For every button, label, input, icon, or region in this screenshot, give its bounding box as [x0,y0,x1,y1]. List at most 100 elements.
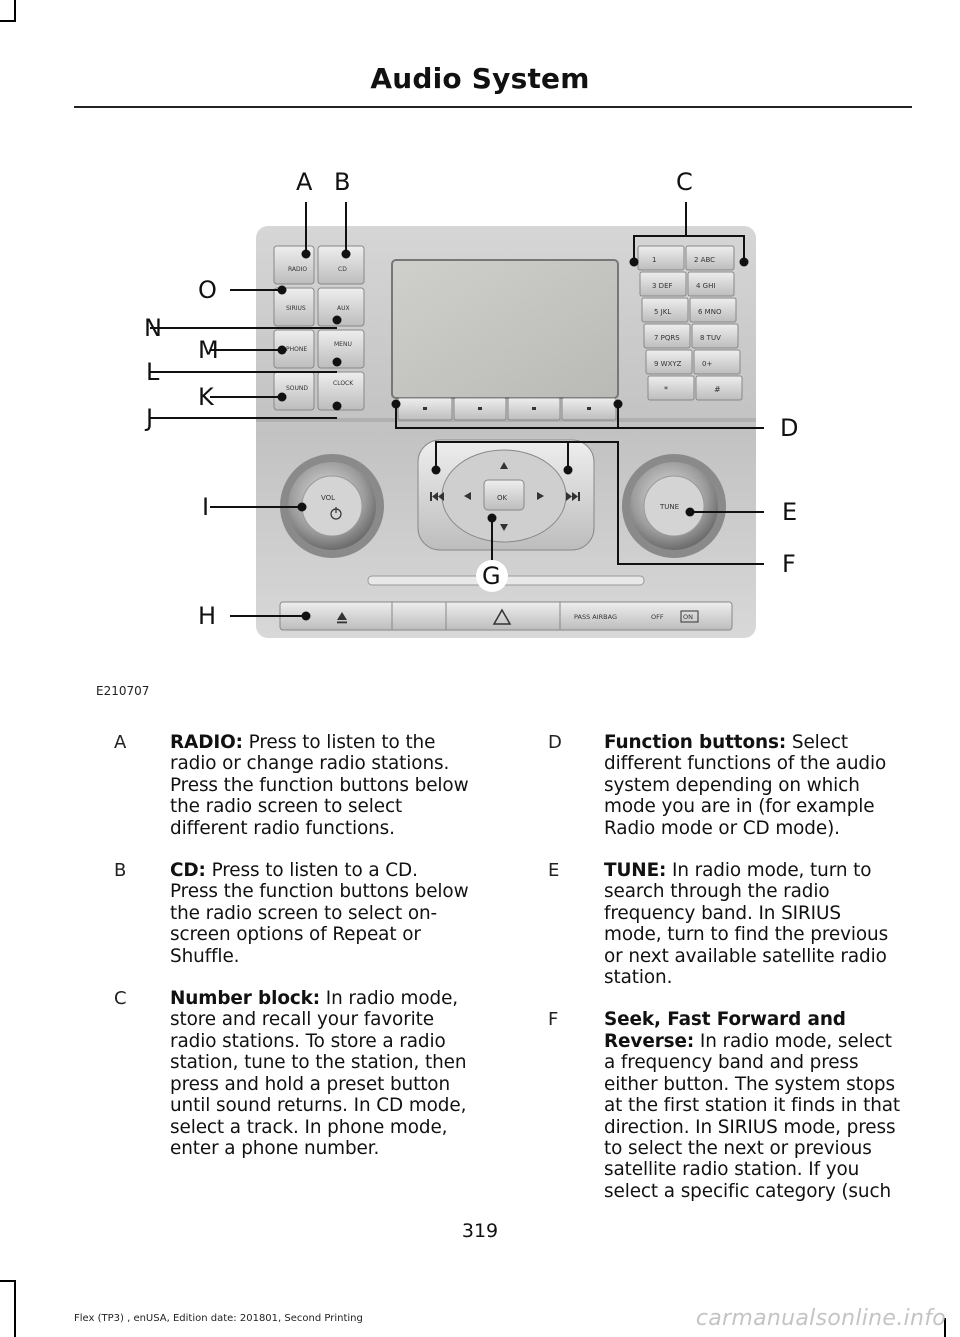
clock-button: CLOCK [333,380,354,387]
ok-button: OK [497,494,508,502]
right-column: D Function buttons: Select different fun… [530,732,902,1223]
legend-entry: F Seek, Fast Forward and Reverse: In rad… [530,1009,902,1202]
up-arrow-icon [500,462,508,469]
entry-letter: E [548,860,560,882]
hazard-icon [492,608,512,625]
left-arrow-icon [464,492,471,500]
entry-text: Number block: In radio mode, store and r… [170,988,470,1159]
figure-id: E210707 [96,684,150,698]
keypad-key: 1 [652,256,656,264]
callout-f: F [782,550,796,578]
entry-term: Seek, Fast Forward and Reverse: [604,1009,846,1052]
callout-h: H [198,602,216,630]
audio-panel-figure: RADIO CD SIRIUS AUX PHONE MENU SOUND CLO… [144,168,798,638]
tune-knob: TUNE [622,454,726,558]
callout-d: D [780,414,798,442]
entry-term: Number block: [170,988,321,1010]
keypad-key: 0+ [702,360,712,368]
entry-desc: In radio mode, turn to search through th… [604,860,889,989]
callout-e: E [782,498,797,526]
entry-desc: Press to listen to a CD. Press the funct… [170,860,469,967]
callout-c: C [676,168,693,196]
keypad-key: # [714,385,721,394]
tune-label: TUNE [659,503,679,511]
entry-letter: A [114,732,127,753]
crop-mark-bottom-left [14,1280,16,1337]
crop-mark-bottom-right [944,1318,946,1337]
entry-desc: In radio mode, select a frequency band a… [604,1030,901,1202]
crop-mark-top-left [14,0,16,20]
legend-entry: C Number block: In radio mode, store and… [96,988,470,1159]
bottom-strip: PASS AIRBAG OFF ON [279,601,733,631]
entry-text: RADIO: Press to listen to the radio or c… [170,732,470,839]
entry-desc: Press to listen to the radio or change r… [170,732,469,839]
eject-icon [337,612,347,620]
legend-entry: D Function buttons: Select different fun… [530,732,902,839]
entry-text: TUNE: In radio mode, turn to search thro… [604,860,902,988]
seek-back-icon [430,492,444,501]
keypad-key: 9 WXYZ [654,360,682,368]
entry-text: CD: Press to listen to a CD. Press the f… [170,860,470,967]
entry-letter: F [548,1009,559,1031]
entry-letter: D [548,732,562,753]
callout-g: G [482,562,501,590]
vol-label: VOL [321,494,335,502]
callout-dots [277,249,749,621]
number-keypad: 1 2 ABC 3 DEF 4 GHI 5 JKL 6 MNO 7 PQRS 8… [637,245,743,401]
keypad-key: 5 JKL [654,308,671,316]
phone-button: PHONE [286,346,307,353]
crop-mark-top-left [0,20,16,22]
volume-knob: VOL [280,454,384,558]
callout-m: M [198,336,219,364]
keypad-key: 2 ABC [694,256,715,264]
cd-button: CD [338,266,347,273]
airbag-on-label: ON [683,613,693,621]
right-arrow-icon [537,492,544,500]
callout-o: O [198,276,217,304]
legend-entry: E TUNE: In radio mode, turn to search th… [530,860,902,988]
radio-button: RADIO [288,266,307,273]
callout-l: L [146,358,160,386]
aux-button: AUX [337,305,350,312]
left-column: A RADIO: Press to listen to the radio or… [96,732,470,1180]
crop-mark-bottom-left [0,1280,16,1282]
function-buttons [397,397,617,421]
callout-b: B [334,168,350,196]
entry-term: RADIO: [170,732,243,753]
entry-desc: Select different functions of the audio … [604,732,887,839]
keypad-key: * [664,385,668,394]
navigation-cluster: OK [417,439,595,551]
airbag-off-label: OFF [651,613,664,621]
callout-a: A [296,168,313,196]
callout-i: I [202,493,209,521]
callout-k: K [198,383,215,411]
keypad-key: 3 DEF [652,282,673,290]
entry-letter: C [114,988,127,1010]
page-number: 319 [461,1220,499,1242]
header-rule [74,106,912,108]
callout-g-bg [476,560,508,592]
keypad-key: 4 GHI [696,282,715,290]
entry-letter: B [114,860,127,882]
display-screen [391,259,619,399]
entry-term: Function buttons: [604,732,787,753]
keypad-key: 6 MNO [698,308,722,316]
entry-text: Function buttons: Select different funct… [604,732,902,839]
watermark[interactable]: carmanualsonline.info [695,1306,946,1331]
entry-text: Seek, Fast Forward and Reverse: In radio… [604,1009,902,1202]
page-title: Audio System [370,62,590,95]
entry-term: TUNE: [604,860,667,882]
menu-button: MENU [334,341,352,348]
callout-lines [150,202,764,617]
legend-entry: B CD: Press to listen to a CD. Press the… [96,860,470,967]
keypad-key: 8 TUV [700,334,721,342]
entry-term: CD: [170,860,206,882]
entry-desc: In radio mode, store and recall your fav… [170,988,467,1159]
keypad-key: 7 PQRS [654,334,680,342]
sound-button: SOUND [286,385,308,392]
down-arrow-icon [500,524,508,531]
callout-n: N [144,314,162,342]
footer-text: Flex (TP3) , enUSA, Edition date: 201801… [74,1313,363,1324]
legend-entry: A RADIO: Press to listen to the radio or… [96,732,470,839]
seek-forward-icon [566,492,580,501]
